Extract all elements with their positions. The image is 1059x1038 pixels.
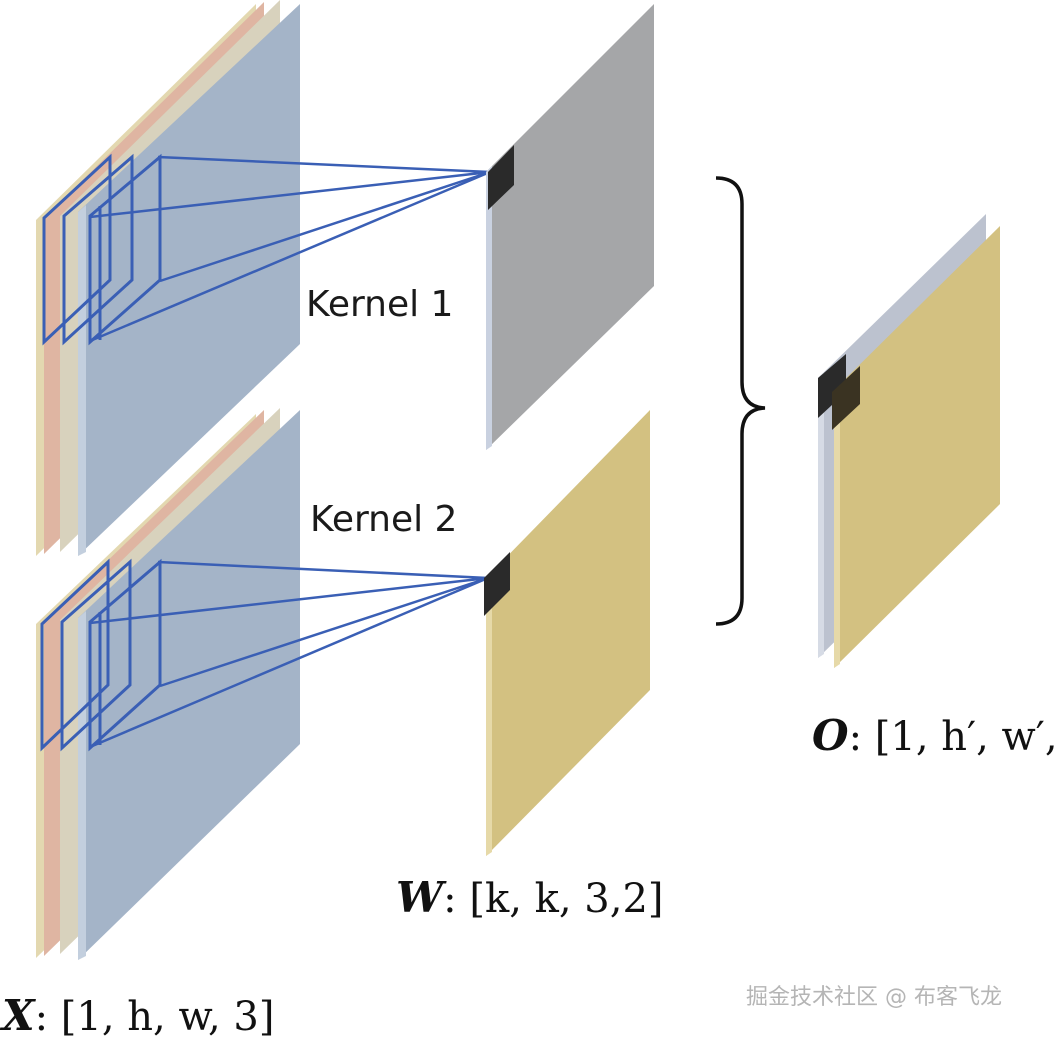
input-shape: : [1, h, w, 3]: [35, 994, 275, 1038]
kernel-2-output-cell: [484, 552, 510, 616]
input-2-channel-blue: [78, 410, 300, 960]
watermark: 掘金技术社区 @ 布客飞龙: [746, 985, 1002, 1010]
output-symbol: O: [812, 711, 849, 760]
input-stack-1: [36, 0, 491, 556]
output-tensor: [818, 214, 1000, 668]
output-shape: : [1, h′, w′, 2]: [849, 714, 1059, 760]
svg-text:O: [1, h′, w′, 2]: O: [1, h′, w′, 2]: [812, 711, 1059, 760]
svg-text:X: [1, h, w, 3]: X: [1, h, w, 3]: [0, 991, 274, 1038]
weight-shape-label: W: [k, k, 3,2]: [396, 873, 664, 922]
input-2-window-2: [60, 558, 132, 752]
output-shape-label: O: [1, h′, w′, 2]: [812, 711, 1059, 760]
kernel-1-output-cell: [488, 145, 514, 210]
input-stack-2: [36, 408, 489, 960]
output-channel-gold: [834, 226, 1000, 668]
weight-symbol: W: [396, 873, 447, 922]
output-cell-2: [832, 366, 860, 430]
input-1-window-2: [62, 153, 134, 346]
kernel-2-label: Kernel 2: [310, 499, 457, 540]
input-2-channel-blue-edge: [78, 611, 86, 960]
input-1-window-1: [42, 153, 112, 346]
kernel-1-feature-map: [486, 4, 654, 450]
input-1-channel-blue-edge: [78, 205, 86, 556]
svg-text:W: [k, k, 3,2]: W: [k, k, 3,2]: [396, 873, 664, 922]
input-1-channel-blue: [78, 4, 300, 556]
stack-brace: [715, 176, 766, 626]
input-2-window-1: [40, 558, 110, 752]
output-cell-1: [818, 354, 846, 418]
weight-shape: : [k, k, 3,2]: [443, 876, 663, 922]
kernel-2-feature-map: [484, 410, 650, 856]
kernel-1-label: Kernel 1: [306, 284, 453, 325]
input-symbol: X: [0, 991, 36, 1038]
input-shape-label: X: [1, h, w, 3]: [0, 991, 274, 1038]
